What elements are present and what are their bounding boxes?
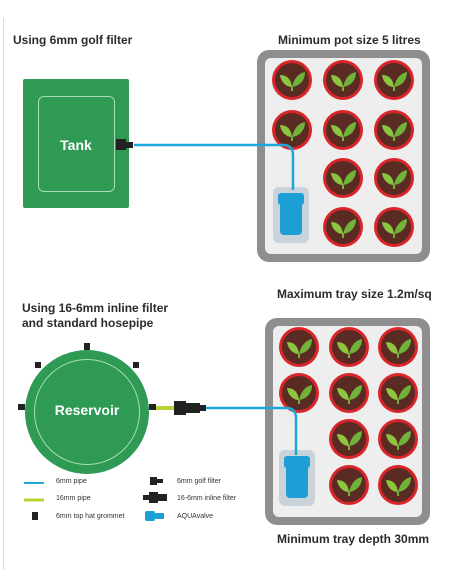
legend-golf-filter-icon: [150, 477, 163, 485]
reservoir: Reservoir: [25, 350, 149, 474]
bottom-tray-pot: [329, 465, 369, 505]
top-tray-pot: [323, 158, 363, 198]
bottom-tray-pot: [329, 373, 369, 413]
legend-golf-filter-label: 6mm golf filter: [177, 478, 221, 485]
legend-inline-filter-label: 16-6mm inline filter: [177, 495, 237, 502]
legend-grommet-icon: [32, 512, 38, 520]
bottom-tray-pot: [329, 327, 369, 367]
top-tray-pot: [374, 158, 414, 198]
top-tray-pot: [323, 110, 363, 150]
bottom-tray-pot: [378, 327, 418, 367]
bottom-tray-pot: [378, 373, 418, 413]
min-pot-size-heading: Minimum pot size 5 litres: [278, 33, 421, 47]
top-tray-pot: [323, 60, 363, 100]
aquavalve-bottom-body: [286, 464, 308, 498]
legend-aquavalve-icon: [145, 511, 164, 521]
top-golf-filter-connector: [116, 139, 133, 150]
reservoir-grommets: [18, 343, 156, 410]
golf-filter-heading: Using 6mm golf filter: [13, 33, 133, 47]
top-tray-pot: [374, 207, 414, 247]
bottom-tray-pot: [378, 419, 418, 459]
legend-16mm-pipe-icon: [24, 498, 44, 502]
inline-filter-heading: Using 16-6mm inline filter and standard …: [22, 301, 169, 330]
legend-6mm-pipe-label: 6mm pipe: [56, 478, 87, 485]
top-6mm-pipe: [134, 143, 295, 190]
bottom-inline-filter-connector: [174, 401, 206, 415]
max-tray-size-heading: Maximum tray size 1.2m/sq: [277, 287, 432, 301]
top-tray-pot: [323, 207, 363, 247]
aquavalve-top: [273, 187, 309, 243]
aquavalve-bottom: [279, 450, 315, 506]
aquavalve-top-body: [280, 201, 302, 235]
bottom-tray-pot: [329, 419, 369, 459]
top-tray-pot: [272, 110, 312, 150]
tank-label: Tank: [60, 137, 92, 153]
legend-16mm-pipe-label: 16mm pipe: [56, 495, 91, 502]
bottom-6mm-pipe: [206, 406, 298, 455]
reservoir-ring: [34, 359, 140, 465]
top-tray-pot: [374, 60, 414, 100]
page-left-rule: [3, 18, 4, 570]
bottom-tray-pot: [279, 373, 319, 413]
top-tray-pot: [272, 60, 312, 100]
min-tray-depth-label: Minimum tray depth 30mm: [277, 532, 430, 546]
reservoir-label: Reservoir: [54, 402, 120, 418]
bottom-tray-pot: [378, 465, 418, 505]
bottom-tray-pot: [279, 327, 319, 367]
legend-grommet-label: 6mm top hat grommet: [56, 513, 125, 520]
tank: Tank: [23, 79, 129, 208]
top-tray-pot: [374, 110, 414, 150]
legend-inline-filter-icon: [143, 492, 167, 503]
legend-aquavalve-label: AQUAvalve: [177, 513, 214, 520]
legend-6mm-pipe-icon: [24, 482, 44, 484]
tank-inner-outline: [38, 96, 115, 192]
